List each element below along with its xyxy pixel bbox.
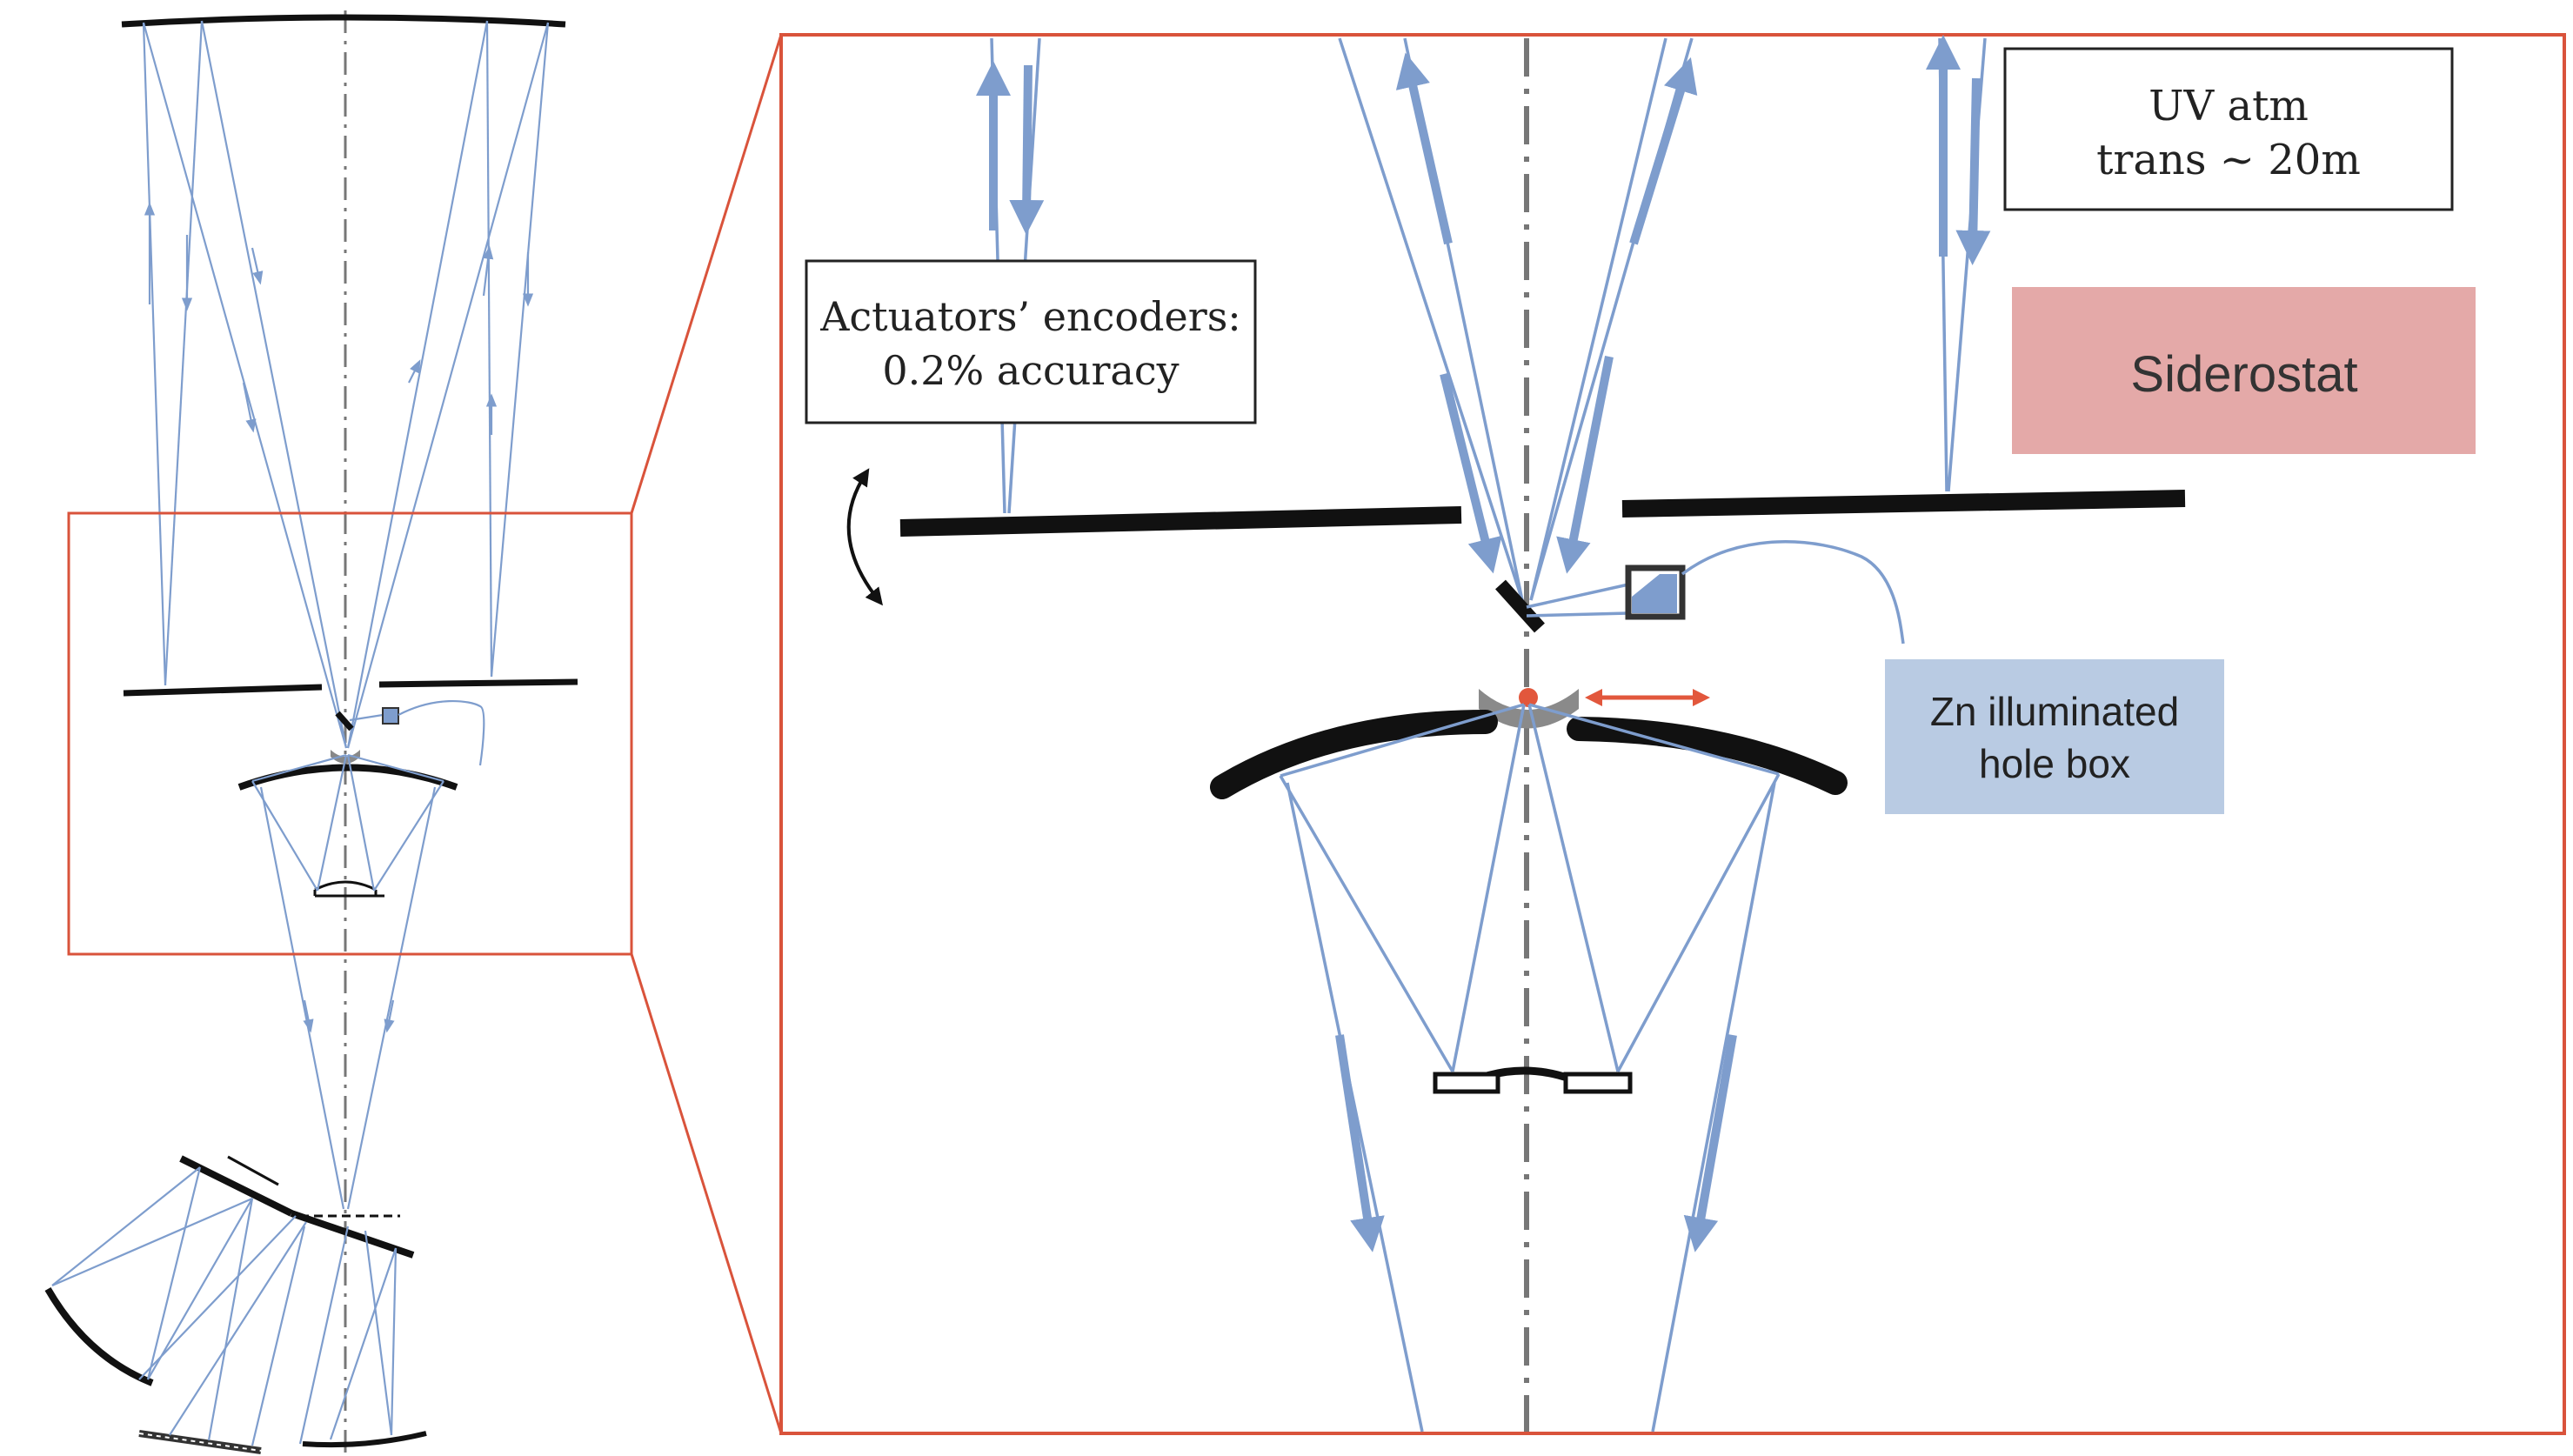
actuators-label-line2: 0.2% accuracy bbox=[882, 347, 1179, 394]
actuators-label-line1: Actuators’ encoders: bbox=[819, 293, 1241, 340]
pickoff-mirror bbox=[335, 711, 354, 731]
uv-label-line2: trans ~ 20m bbox=[2096, 136, 2361, 184]
focus-point bbox=[1519, 688, 1538, 707]
primary-mirror-left bbox=[123, 684, 323, 697]
hole-box-label: Zn illuminated hole box bbox=[1885, 659, 2224, 814]
hole-box-small bbox=[382, 707, 399, 725]
hole-box-fill bbox=[1632, 574, 1677, 613]
siderostat-label: Siderostat bbox=[2012, 287, 2476, 454]
concave-mirror-zoom-left bbox=[1210, 710, 1498, 799]
uv-label-line1: UV atm bbox=[2149, 82, 2309, 130]
primary-mirror-zoom-right bbox=[1621, 490, 2186, 518]
primary-mirror-zoom-left bbox=[899, 506, 1462, 537]
small-mirror-overview bbox=[313, 880, 384, 898]
overview-rays-upper bbox=[142, 20, 550, 749]
spectrograph bbox=[44, 1155, 427, 1454]
overview-panel bbox=[44, 10, 783, 1456]
overview-rays-mid bbox=[251, 753, 444, 1210]
rotation-arrow bbox=[846, 468, 883, 606]
hole-box-label-line1: Zn illuminated bbox=[1930, 689, 2179, 734]
small-mirror-zoom bbox=[1433, 1066, 1633, 1094]
zoom-panel: UV atm trans ~ 20m Actuators’ encoders: … bbox=[779, 33, 2566, 1435]
zoom-region-box bbox=[67, 511, 633, 956]
uv-label-box: UV atm trans ~ 20m bbox=[2003, 47, 2454, 211]
siderostat-mirror bbox=[121, 14, 566, 28]
zoom-connector-bottom bbox=[630, 953, 783, 1434]
siderostat-text: Siderostat bbox=[2130, 346, 2357, 403]
convex-mirror-zoom bbox=[1479, 689, 1579, 729]
hole-box-label-line2: hole box bbox=[1979, 741, 2130, 786]
fiber-line bbox=[1681, 540, 1905, 645]
actuators-label-box: Actuators’ encoders: 0.2% accuracy bbox=[805, 259, 1257, 424]
pickoff-mirror-zoom bbox=[1495, 579, 1545, 633]
zoom-rays-lower bbox=[1279, 703, 1781, 1433]
zoom-connector-top bbox=[630, 34, 783, 514]
concave-mirror-overview bbox=[237, 764, 458, 791]
primary-mirror-right bbox=[378, 678, 578, 688]
